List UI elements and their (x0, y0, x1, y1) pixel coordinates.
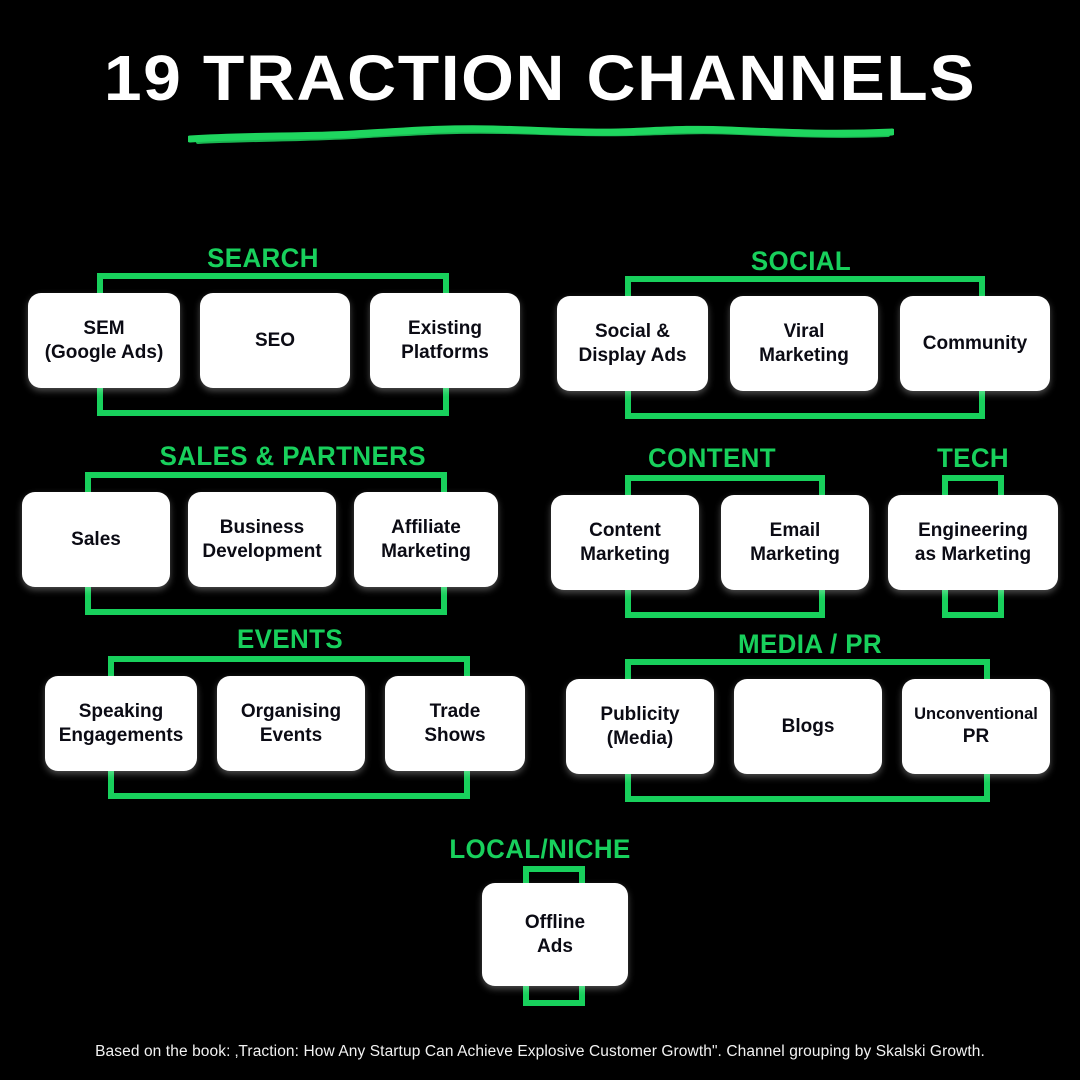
channel-box-sem[interactable]: SEM (Google Ads) (28, 293, 180, 388)
channel-label: Speaking Engagements (58, 700, 184, 746)
channel-label: Trade Shows (424, 700, 486, 746)
channel-label: Community (922, 332, 1028, 354)
channel-box-seo[interactable]: SEO (200, 293, 350, 388)
group-media-pr: MEDIA / PR Publicity (Media) Blogs Uncon… (540, 628, 1080, 818)
channel-label: Affiliate Marketing (381, 516, 471, 562)
channel-box-community[interactable]: Community (900, 296, 1050, 391)
group-label-sales-partners: SALES & PARTNERS (159, 441, 426, 471)
channel-box-trade-shows[interactable]: Trade Shows (385, 676, 525, 771)
group-content: CONTENT Content Marketing Email Marketin… (540, 442, 900, 632)
group-search: SEARCH SEM (Google Ads) SEO Existing Pla… (0, 240, 540, 430)
channel-label: SEM (Google Ads) (44, 317, 164, 363)
channel-label: Publicity (Media) (600, 703, 680, 749)
group-sales-partners: SALES & PARTNERS Sales Business Developm… (0, 440, 540, 630)
channel-row-events: Speaking Engagements Organising Events T… (45, 676, 525, 771)
channel-row-search: SEM (Google Ads) SEO Existing Platforms (28, 293, 520, 388)
channel-label: Existing Platforms (401, 317, 489, 363)
title-underline-stroke (188, 125, 894, 144)
group-events: EVENTS Speaking Engagements Organising E… (0, 623, 540, 813)
channel-box-blogs[interactable]: Blogs (734, 679, 882, 774)
channel-box-publicity-media[interactable]: Publicity (Media) (566, 679, 714, 774)
channel-label: Engineering as Marketing (914, 519, 1032, 565)
channel-label: Blogs (781, 715, 835, 737)
channel-label: Social & Display Ads (578, 320, 687, 366)
group-social: SOCIAL Social & Display Ads Viral Market… (540, 243, 1080, 433)
channel-box-viral-marketing[interactable]: Viral Marketing (730, 296, 878, 391)
channel-box-social-display-ads[interactable]: Social & Display Ads (557, 296, 708, 391)
channel-box-affiliate-marketing[interactable]: Affiliate Marketing (354, 492, 498, 587)
channel-label: Business Development (202, 516, 322, 562)
channel-label: Viral Marketing (759, 320, 849, 366)
channel-row-social: Social & Display Ads Viral Marketing Com… (557, 296, 1050, 391)
channel-box-existing-platforms[interactable]: Existing Platforms (370, 293, 520, 388)
channel-row-tech: Engineering as Marketing (888, 495, 1058, 590)
channel-row-media-pr: Publicity (Media) Blogs Unconventional P… (566, 679, 1050, 774)
channel-box-email-marketing[interactable]: Email Marketing (721, 495, 869, 590)
channel-box-sales[interactable]: Sales (22, 492, 170, 587)
group-label-search: SEARCH (207, 243, 319, 273)
channel-box-business-development[interactable]: Business Development (188, 492, 336, 587)
title-block: 19 TRACTION CHANNELS (0, 42, 1080, 144)
channel-label: SEO (254, 329, 296, 351)
group-label-content: CONTENT (648, 443, 776, 473)
channel-box-engineering-as-marketing[interactable]: Engineering as Marketing (888, 495, 1058, 590)
channel-label: Unconventional PR (914, 705, 1038, 747)
channel-row-sales-partners: Sales Business Development Affiliate Mar… (22, 492, 498, 587)
footer-credit: Based on the book: ‚Traction: How Any St… (95, 1043, 985, 1060)
channel-box-unconventional-pr[interactable]: Unconventional PR (902, 679, 1050, 774)
channel-label: Content Marketing (580, 519, 670, 565)
group-label-tech: TECH (936, 443, 1010, 473)
channel-label: Organising Events (240, 700, 342, 746)
group-tech: TECH Engineering as Marketing (885, 442, 1080, 632)
channel-row-local-niche: Offline Ads (482, 883, 628, 986)
channel-box-organising-events[interactable]: Organising Events (217, 676, 365, 771)
channel-box-content-marketing[interactable]: Content Marketing (551, 495, 699, 590)
channel-row-content: Content Marketing Email Marketing (551, 495, 869, 590)
channel-label: Sales (71, 528, 121, 550)
channel-label: Offline Ads (524, 911, 586, 957)
group-label-media-pr: MEDIA / PR (737, 629, 882, 659)
channel-box-offline-ads[interactable]: Offline Ads (482, 883, 628, 986)
channel-box-speaking-engagements[interactable]: Speaking Engagements (45, 676, 197, 771)
group-local-niche: LOCAL/NICHE Offline Ads (400, 833, 680, 1013)
channel-label: Email Marketing (750, 519, 840, 565)
group-label-social: SOCIAL (750, 246, 852, 276)
page-title: 19 TRACTION CHANNELS (103, 42, 977, 114)
group-label-events: EVENTS (236, 624, 344, 654)
group-label-local-niche: LOCAL/NICHE (449, 834, 631, 864)
